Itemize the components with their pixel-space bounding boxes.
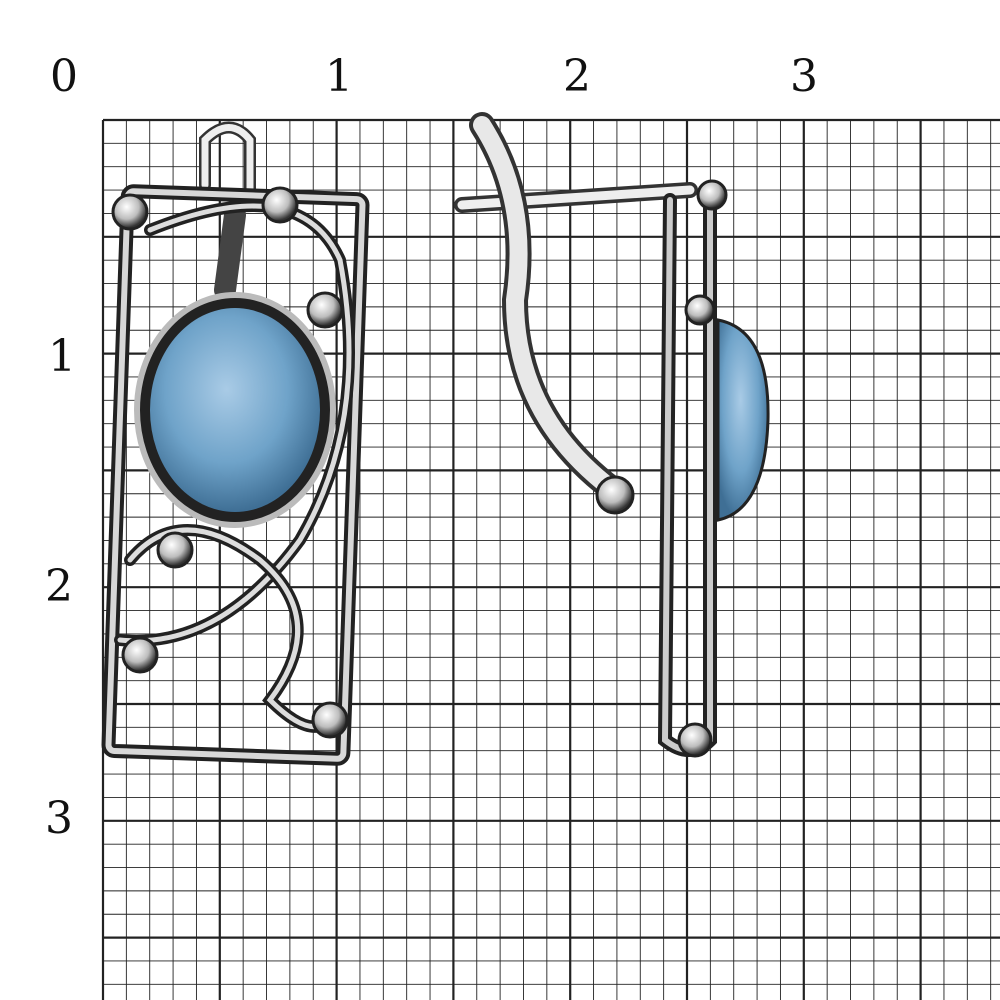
y-label-1: 1 — [48, 331, 76, 382]
x-label-3: 3 — [790, 51, 818, 102]
y-label-2: 2 — [45, 561, 73, 612]
blue-stone — [150, 308, 320, 512]
x-label-0: 0 — [50, 51, 78, 102]
y-label-3: 3 — [45, 793, 73, 844]
earring-side-view — [454, 112, 770, 758]
x-label-1: 1 — [325, 51, 353, 102]
earring-front-view — [101, 121, 370, 766]
x-label-2: 2 — [563, 51, 591, 102]
